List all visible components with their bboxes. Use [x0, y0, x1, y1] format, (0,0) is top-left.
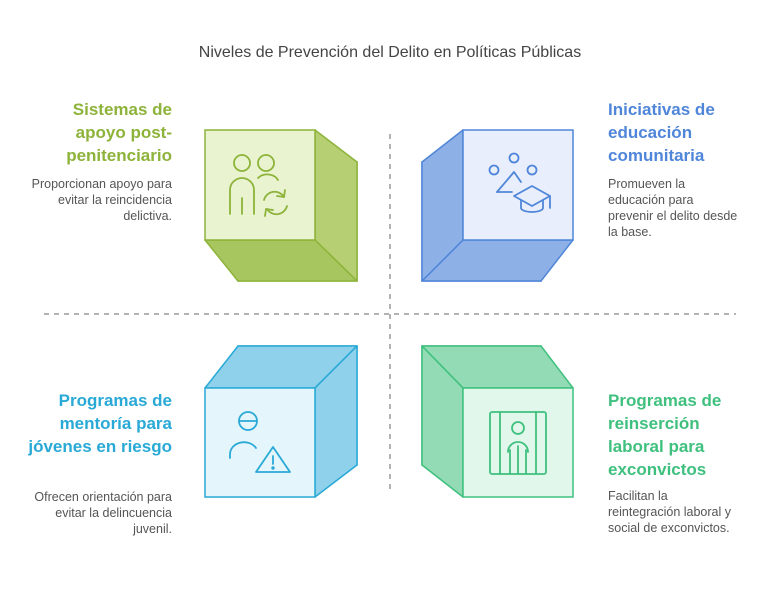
- desc-iniciativas-educacion: Promueven la educación para prevenir el …: [608, 177, 738, 239]
- community-graduation-icon: [488, 152, 551, 213]
- heading-programas-reinsercion: Programas de reinserción laboral para ex…: [608, 391, 722, 479]
- desc-sistemas-apoyo: Proporcionan apoyo para evitar la reinci…: [31, 177, 172, 223]
- heading-programas-mentoria: Programas de mentoría para jóvenes en ri…: [28, 391, 172, 456]
- users-refresh-icon: [229, 154, 288, 217]
- desc-programas-mentoria: Ofrecen orientación para evitar la delin…: [34, 490, 172, 536]
- cube-green: [204, 129, 358, 282]
- user-warning-icon: [229, 411, 291, 473]
- heading-sistemas-apoyo: Sistemas de apoyo post-penitenciario: [66, 100, 172, 165]
- cube-blue: [421, 129, 574, 282]
- page-title: Niveles de Prevención del Delito en Polí…: [198, 44, 582, 61]
- prisoner-bars-icon: [489, 411, 547, 475]
- heading-iniciativas-educacion: Iniciativas de educación comunitaria: [608, 100, 715, 165]
- cube-cyan: [204, 345, 358, 498]
- desc-programas-reinsercion: Facilitan la reintegración laboral y soc…: [608, 489, 731, 535]
